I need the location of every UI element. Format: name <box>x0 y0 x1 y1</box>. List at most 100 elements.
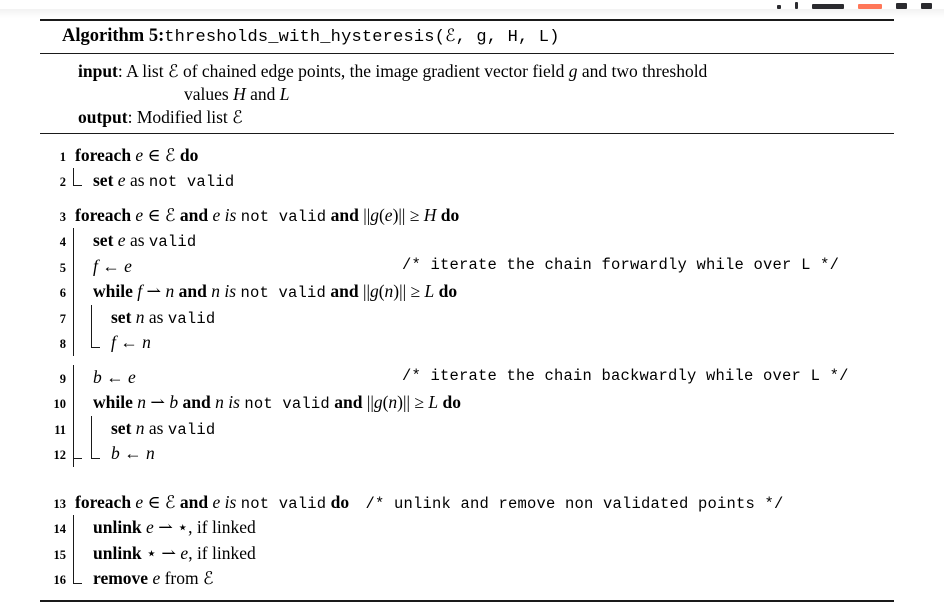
line-indent: foreach e ∈ ℰ and e is not valid and ||g… <box>66 203 894 228</box>
line-code: set e as not valid <box>93 170 235 192</box>
block-guide-bar <box>84 304 102 331</box>
toolbar-shadow <box>0 9 944 19</box>
line-indent: b ← e /* iterate the chain backwardly wh… <box>66 364 894 391</box>
line-code-text: b ← e <box>93 366 136 387</box>
algorithm-line: 9 b ← e /* iterate the chain backwardly … <box>40 364 894 391</box>
input-continuation: values H and L <box>184 83 290 104</box>
algorithm-line: 12 b ← n <box>40 441 894 468</box>
line-number: 10 <box>53 397 67 412</box>
line-number: 2 <box>59 175 66 190</box>
line-code: while n ⇀ b and n is not valid and ||g(n… <box>93 392 461 414</box>
input-row: input: A list ℰ of chained edge points, … <box>40 60 894 83</box>
square-glyph[interactable] <box>921 3 932 9</box>
application-toolbar-sliver <box>0 0 944 19</box>
square-glyph[interactable] <box>896 3 907 9</box>
line-indent: f ← e /* iterate the chain forwardly whi… <box>66 253 894 280</box>
line-comment: /* iterate the chain forwardly while ove… <box>402 255 840 274</box>
block-guide-bar <box>66 228 84 255</box>
algorithm-line: 11 set n as valid <box>40 415 894 442</box>
algorithm-line: 16 remove e from ℰ <box>40 566 894 592</box>
algorithm-line: 10 while n ⇀ b and n is not valid and ||… <box>40 390 894 417</box>
block-guide-bar <box>66 364 84 391</box>
rule-top <box>40 19 894 21</box>
line-number-spacer <box>40 467 66 474</box>
block-guide-bar <box>84 415 102 442</box>
rule-under-title <box>40 52 894 54</box>
block-guide-bar <box>66 253 84 280</box>
line-number: 14 <box>53 522 67 537</box>
algorithm-line: 5 f ← e /* iterate the chain forwardly w… <box>40 253 894 280</box>
caret-glyph[interactable] <box>795 2 798 9</box>
line-code: foreach e ∈ ℰ and e is not valid do /* u… <box>66 490 894 515</box>
io-specification: input: A list ℰ of chained edge points, … <box>40 54 894 133</box>
line-code: set n as valid <box>111 417 216 439</box>
line-code: set n as valid <box>111 306 216 328</box>
line-code: while f ⇀ n and n is not valid and ||g(n… <box>93 281 458 303</box>
line-indent: set n as valid <box>66 415 894 442</box>
algorithm-body: 1 foreach e ∈ ℰ do 2 set e as not valid … <box>40 134 894 600</box>
line-code: b ← n <box>111 443 155 464</box>
block-guide-bar <box>66 441 84 468</box>
block-guide-bar <box>84 441 102 466</box>
block-guide-bar <box>66 540 84 567</box>
line-indent: set e as valid <box>66 228 894 255</box>
block-guide-bar <box>84 330 102 355</box>
dot-glyph[interactable] <box>777 5 781 9</box>
algorithm-line: 2 set e as not valid <box>40 168 894 194</box>
line-number: 13 <box>53 496 67 511</box>
algorithm-title-signature: thresholds_with_hysteresis(ℰ, g, H, L) <box>164 28 560 47</box>
line-number: 1 <box>59 149 66 164</box>
output-label: output <box>78 106 128 127</box>
line-number: 12 <box>53 448 67 463</box>
line-code: foreach e ∈ ℰ do <box>75 144 199 165</box>
line-number: 15 <box>53 547 67 562</box>
algorithm-title-label: Algorithm 5: <box>62 26 165 46</box>
algorithm-block: Algorithm 5:thresholds_with_hysteresis(ℰ… <box>40 19 894 602</box>
input-continuation-row: values H and L <box>40 83 894 106</box>
block-closing-elbow <box>40 454 894 481</box>
line-number: 8 <box>59 337 66 352</box>
line-number: 9 <box>59 371 66 386</box>
accent-bar-glyph[interactable] <box>858 4 882 9</box>
line-number: 6 <box>59 286 66 301</box>
line-code: unlink ⋆ ⇀ e, if linked <box>93 542 256 563</box>
block-guide-bar <box>66 515 84 542</box>
block-guide-bar <box>66 566 84 591</box>
block-guide-bar <box>66 330 84 357</box>
line-code: foreach e ∈ ℰ and e is not valid and ||g… <box>75 204 460 226</box>
line-code-text: foreach e ∈ ℰ and e is not valid do <box>75 491 350 513</box>
line-indent: f ← n <box>66 330 894 357</box>
input-text: : A list ℰ of chained edge points, the i… <box>117 60 708 81</box>
line-indent: b ← n <box>66 441 894 468</box>
wide-bar-glyph[interactable] <box>812 4 844 9</box>
block-guide-bar <box>66 168 84 193</box>
line-code: f ← n <box>111 332 151 353</box>
block-guide-bar <box>66 279 84 306</box>
line-number: 11 <box>54 422 66 437</box>
output-row: output: Modified list ℰ <box>40 106 894 129</box>
algorithm-line: 13 foreach e ∈ ℰ and e is not valid do /… <box>40 490 894 516</box>
block-guide-bar <box>66 304 84 331</box>
line-code: unlink e ⇀ ⋆, if linked <box>93 517 256 538</box>
rule-under-io <box>40 132 894 134</box>
line-indent: unlink ⋆ ⇀ e, if linked <box>66 540 894 567</box>
algorithm-title: Algorithm 5:thresholds_with_hysteresis(ℰ… <box>40 21 894 53</box>
line-code: remove e from ℰ <box>93 568 214 589</box>
line-indent: while n ⇀ b and n is not valid and ||g(n… <box>66 390 894 417</box>
line-code: set e as valid <box>93 230 197 252</box>
line-number: 4 <box>59 235 66 250</box>
algorithm-line: 14 unlink e ⇀ ⋆, if linked <box>40 515 894 542</box>
algorithm-line: 3 foreach e ∈ ℰ and e is not valid and |… <box>40 203 894 229</box>
algorithm-line: 4 set e as valid <box>40 228 894 255</box>
line-code: f ← e /* iterate the chain forwardly whi… <box>84 254 894 279</box>
line-number: 3 <box>59 209 66 224</box>
line-code-text: f ← e <box>93 255 132 276</box>
line-code: b ← e /* iterate the chain backwardly wh… <box>84 365 894 390</box>
block-guide-bar <box>66 390 84 417</box>
line-indent: foreach e ∈ ℰ and e is not valid do /* u… <box>66 490 894 515</box>
toolbar-glyph-group <box>777 0 932 9</box>
line-indent: foreach e ∈ ℰ do <box>66 143 894 168</box>
output-text: : Modified list ℰ <box>127 106 243 127</box>
algorithm-line: 8 f ← n <box>40 330 894 357</box>
